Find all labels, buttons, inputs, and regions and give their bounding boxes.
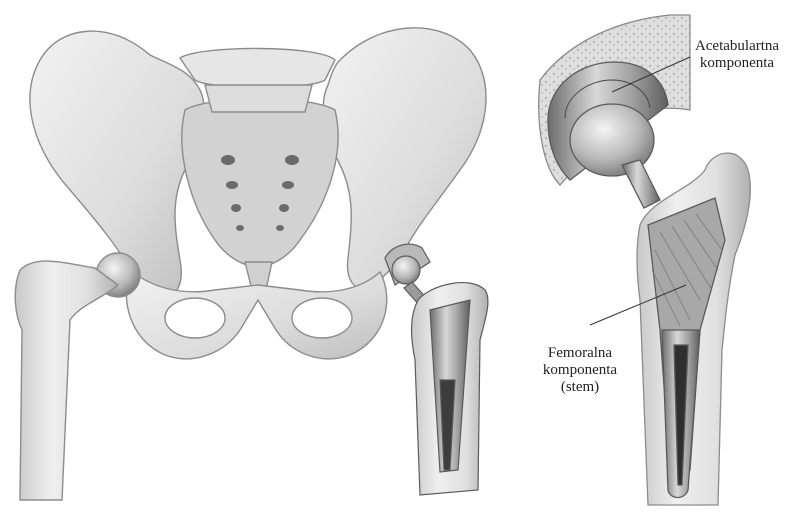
natural-femur: [15, 253, 140, 500]
femoral-label-line1: Femoralna: [530, 345, 630, 362]
acetabular-component-label: Acetabulartna komponenta: [676, 38, 798, 72]
hip-implant-small: [385, 244, 488, 495]
femoral-label-line3: (stem): [530, 379, 630, 396]
acetabular-label-line1: Acetabulartna: [676, 38, 798, 55]
acetabular-label-line2: komponenta: [676, 55, 798, 72]
femoral-component-label: Femoralna komponenta (stem): [530, 345, 630, 396]
hip-implant-detail: [539, 15, 751, 505]
femoral-label-line2: komponenta: [530, 362, 630, 379]
